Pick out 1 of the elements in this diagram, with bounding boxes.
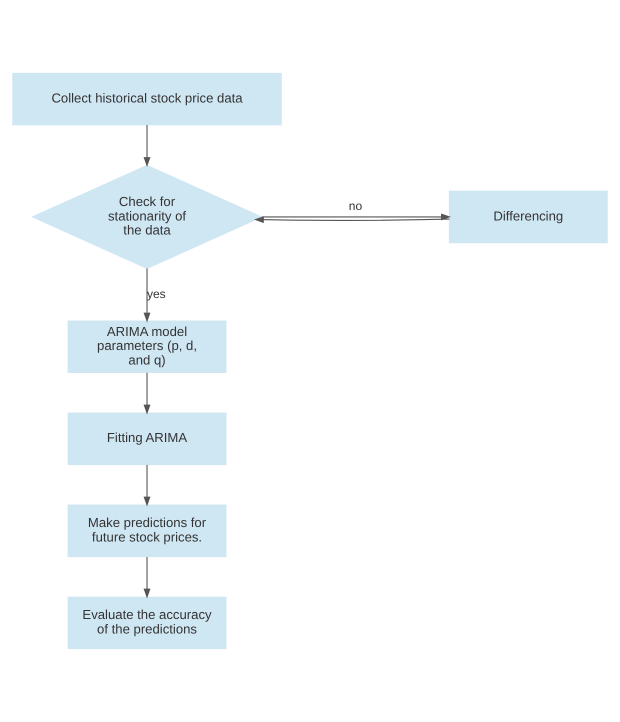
edge-label: no	[348, 199, 362, 214]
